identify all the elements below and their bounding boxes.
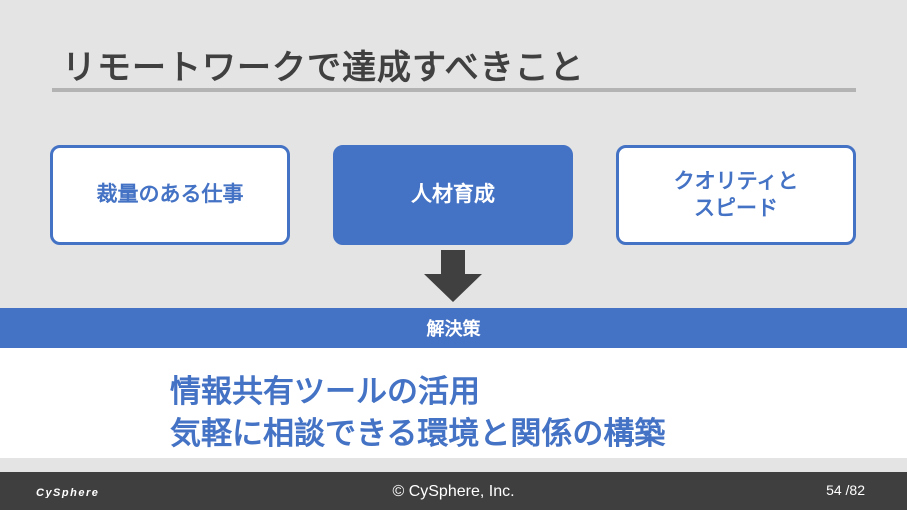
page-number: 54 /82: [826, 482, 865, 498]
solution-line-consultation: 気軽に相談できる環境と関係の構築: [170, 416, 666, 452]
copyright-text: © CySphere, Inc.: [392, 483, 515, 500]
svg-text:CySphere: CySphere: [36, 487, 99, 498]
card-talent-development: 人材育成: [333, 145, 573, 245]
cysphere-logo: CySphere: [36, 487, 99, 498]
card-discretionary-work: 裁量のある仕事: [50, 145, 290, 245]
slide-title: リモートワークで達成すべきこと: [62, 48, 585, 88]
solution-line-info-sharing: 情報共有ツールの活用: [170, 374, 480, 410]
down-arrow-icon: [424, 250, 482, 302]
solution-heading: 解決策: [0, 308, 907, 348]
title-underline: [52, 88, 856, 92]
card-quality-speed: クオリティと スピード: [616, 145, 856, 245]
solution-panel: 情報共有ツールの活用 気軽に相談できる環境と関係の構築: [0, 348, 907, 458]
footer-bar: CySphere © CySphere, Inc. 54 /82: [0, 472, 907, 510]
